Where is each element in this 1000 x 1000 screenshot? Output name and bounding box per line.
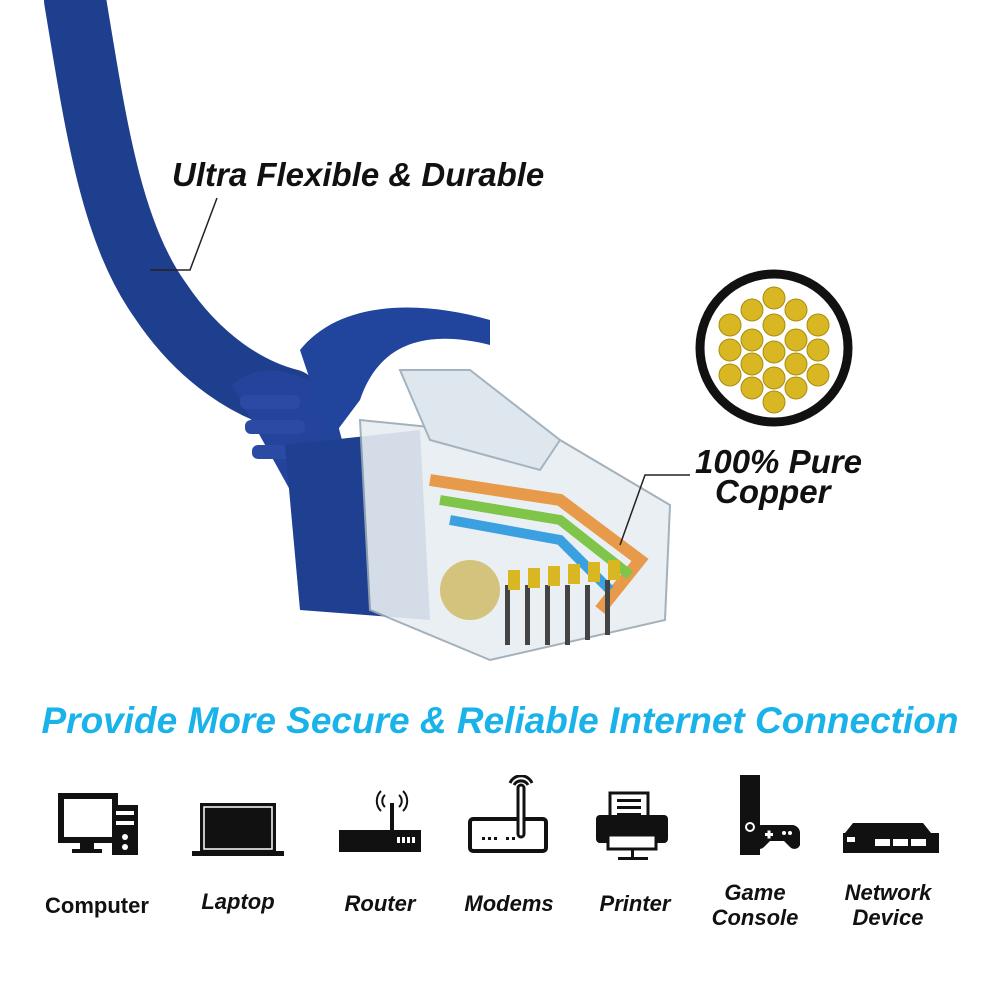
device-network: Network Device [823, 775, 953, 930]
device-label: Printer [599, 891, 671, 916]
callout-copper-line2: Copper [715, 473, 831, 510]
device-label: Computer [45, 893, 149, 918]
laptop-icon [192, 803, 284, 856]
device-label: Router [344, 891, 416, 916]
callout-line-copper [619, 474, 690, 546]
device-modem: Modems [444, 775, 574, 916]
network-device-icon [843, 823, 939, 853]
callout-copper-line1: 100% Pure [695, 443, 862, 480]
device-label-line2: Console [711, 905, 799, 930]
device-laptop: Laptop [173, 775, 303, 914]
callout-flexible: Ultra Flexible & Durable [172, 156, 545, 193]
device-printer: Printer [570, 775, 700, 916]
modem-icon [468, 775, 548, 853]
headline: Provide More Secure & Reliable Internet … [41, 700, 959, 741]
device-label: Laptop [201, 889, 275, 914]
callout-line-flexible [150, 197, 218, 271]
device-label: Modems [464, 891, 554, 916]
device-label-line2: Device [852, 905, 924, 930]
device-game-console: Game Console [690, 775, 820, 930]
device-computer: Computer [32, 775, 162, 918]
game-console-icon [740, 775, 800, 855]
computer-icon [58, 793, 138, 855]
copper-core-icon [695, 269, 853, 427]
ethernet-cable-image [44, 0, 853, 662]
device-label-line1: Game [724, 880, 786, 905]
device-router: Router [315, 775, 445, 916]
router-icon [339, 790, 421, 852]
device-label-line1: Network [844, 880, 932, 905]
printer-icon [596, 791, 668, 860]
